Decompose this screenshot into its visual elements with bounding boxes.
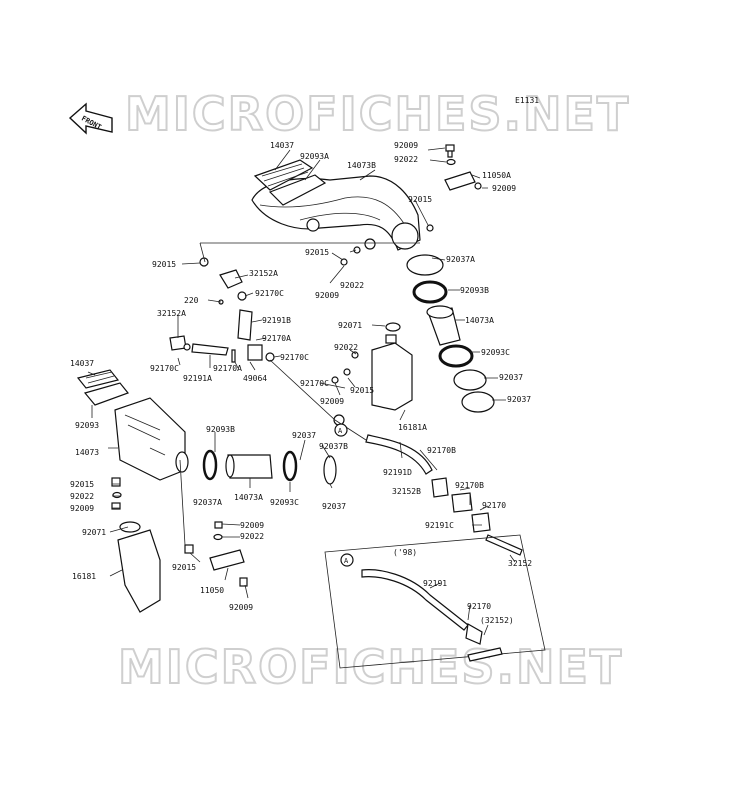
diagram-id: E1131	[515, 96, 539, 105]
label-92015: 92015	[408, 195, 432, 204]
label-92037a: 92037A	[446, 255, 475, 264]
label-92093a: 92093A	[300, 152, 329, 161]
label-92009: 92009	[320, 397, 344, 406]
label-92170b: 92170B	[455, 481, 484, 490]
watermark-top: MICROFICHES.NET	[125, 87, 630, 141]
label-49064: 49064	[243, 374, 267, 383]
label-32152a: 32152A	[157, 309, 186, 318]
label-92015: 92015	[152, 260, 176, 269]
label-32152-paren: (32152)	[480, 616, 514, 625]
label-92022: 92022	[240, 532, 264, 541]
label-92191: 92191	[423, 579, 447, 588]
left-rings	[202, 449, 337, 485]
label-92170a: 92170A	[213, 364, 242, 373]
label-92037: 92037	[292, 431, 316, 440]
label-92009: 92009	[229, 603, 253, 612]
label-92037b: 92037B	[319, 442, 348, 451]
label-92170a: 92170A	[262, 334, 291, 343]
gasket-14037	[253, 159, 314, 191]
gasket-14037-left	[76, 369, 129, 406]
label-92170c: 92170C	[280, 353, 309, 362]
gasket-92093a	[268, 174, 327, 206]
clamp-92037a	[406, 254, 444, 276]
label-92015: 92015	[172, 563, 196, 572]
part-labels: 14037 92093A 14073B 92009 92022 11050A 9…	[70, 141, 532, 625]
label-92009: 92009	[70, 504, 94, 513]
pipe-14073a	[426, 305, 461, 346]
label-92015: 92015	[70, 480, 94, 489]
ref-circle-a: A	[334, 423, 348, 437]
label-92093c: 92093C	[481, 348, 510, 357]
watermark-bottom: MICROFICHES.NET	[118, 640, 623, 694]
label-92170b: 92170B	[427, 446, 456, 455]
label-92191b: 92191B	[262, 316, 291, 325]
label-92022: 92022	[394, 155, 418, 164]
label-92037: 92037	[507, 395, 531, 404]
label-92191a: 92191A	[183, 374, 212, 383]
label-14037: 14037	[270, 141, 294, 150]
label-92170c: 92170C	[150, 364, 179, 373]
hose-assembly-middle	[169, 269, 523, 556]
label-92022: 92022	[70, 492, 94, 501]
label-11050a: 11050A	[482, 171, 511, 180]
ring-92093c	[438, 344, 474, 368]
label-92009: 92009	[315, 291, 339, 300]
svg-text:A: A	[338, 427, 343, 435]
svg-text:A: A	[344, 557, 349, 565]
label-14073: 14073	[75, 448, 99, 457]
hardware-left	[111, 477, 248, 587]
label-92170: 92170	[467, 602, 491, 611]
label-92037: 92037	[499, 373, 523, 382]
hardware-top-right	[199, 144, 482, 384]
label-92170: 92170	[482, 501, 506, 510]
label-92015: 92015	[350, 386, 374, 395]
label-16181: 16181	[72, 572, 96, 581]
label-92093c: 92093C	[270, 498, 299, 507]
front-arrow-icon: FRONT	[68, 102, 113, 135]
inset-98-box: A	[324, 534, 546, 669]
label-11050: 11050	[200, 586, 224, 595]
label-220: 220	[184, 296, 199, 305]
label-92170c: 92170C	[255, 289, 284, 298]
label-16181a: 16181A	[398, 423, 427, 432]
label-92015: 92015	[305, 248, 329, 257]
label-92022: 92022	[340, 281, 364, 290]
label-92009: 92009	[240, 521, 264, 530]
upper-duct-14073b	[251, 175, 421, 251]
label-92009: 92009	[394, 141, 418, 150]
label-14037: 14037	[70, 359, 94, 368]
ring-92093b	[412, 280, 448, 304]
leader-lines	[87, 147, 516, 599]
label-32152a: 32152A	[249, 269, 278, 278]
label-92071: 92071	[82, 528, 106, 537]
label-92093b: 92093B	[206, 425, 235, 434]
label-92037: 92037	[322, 502, 346, 511]
label-92022: 92022	[334, 343, 358, 352]
label-92071: 92071	[338, 321, 362, 330]
label-14073b: 14073B	[347, 161, 376, 170]
duct-14073-left	[114, 397, 189, 481]
label-14073a: 14073A	[234, 493, 263, 502]
label-92037a: 92037A	[193, 498, 222, 507]
clamp-92037-1	[453, 369, 487, 391]
inset-year-label: ('98)	[393, 548, 417, 557]
muffler-16181a	[371, 322, 413, 411]
label-92191d: 92191D	[383, 468, 412, 477]
label-92191c: 92191C	[425, 521, 454, 530]
muffler-16181-left	[117, 521, 161, 613]
label-92170c: 92170C	[300, 379, 329, 388]
label-14073a: 14073A	[465, 316, 494, 325]
label-92009: 92009	[492, 184, 516, 193]
label-92093: 92093	[75, 421, 99, 430]
label-92093b: 92093B	[460, 286, 489, 295]
label-32152b: 32152B	[392, 487, 421, 496]
clamp-92037-2	[461, 391, 495, 413]
label-32152: 32152	[508, 559, 532, 568]
